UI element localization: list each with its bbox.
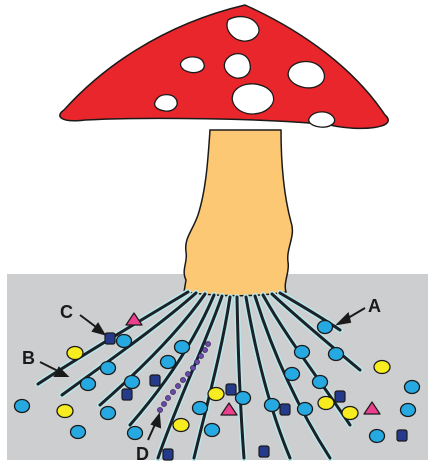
blue-circle — [401, 404, 416, 417]
mushroom-stem — [184, 130, 292, 296]
yellow-circle — [374, 361, 390, 374]
blue-circle — [370, 430, 385, 443]
navy-square — [150, 375, 160, 386]
blue-circle — [71, 426, 86, 439]
blue-circle — [265, 399, 280, 412]
yellow-circle — [318, 397, 334, 410]
blue-circle — [313, 376, 328, 389]
blue-circle — [205, 424, 220, 437]
blue-circle — [125, 376, 140, 389]
cap-spot — [181, 57, 205, 73]
label-b: B — [22, 348, 35, 368]
yellow-circle — [342, 407, 358, 420]
blue-circle — [161, 356, 176, 369]
navy-square — [105, 333, 115, 344]
navy-square — [122, 389, 132, 400]
cap-spot — [155, 95, 178, 111]
blue-circle — [405, 381, 420, 394]
blue-circle — [101, 362, 116, 375]
blue-circle — [193, 402, 208, 415]
yellow-circle — [208, 388, 224, 401]
yellow-circle — [67, 347, 83, 360]
blue-circle — [128, 427, 143, 440]
navy-square — [397, 430, 407, 441]
blue-circle — [295, 346, 310, 359]
blue-circle — [298, 403, 313, 416]
navy-square — [226, 384, 236, 395]
blue-circle — [285, 368, 300, 381]
label-a: A — [368, 296, 381, 316]
cap-spot — [232, 84, 273, 114]
blue-circle — [15, 400, 30, 413]
blue-circle — [101, 407, 116, 420]
blue-circle — [236, 392, 251, 405]
label-c: C — [60, 302, 73, 322]
cap-spot — [288, 61, 324, 87]
cap-spot — [224, 54, 250, 79]
navy-square — [280, 404, 290, 415]
blue-circle — [329, 348, 344, 361]
yellow-circle — [57, 405, 73, 418]
yellow-circle — [173, 419, 189, 432]
navy-square — [163, 449, 173, 460]
blue-circle — [117, 335, 132, 348]
cap-spot — [309, 112, 335, 127]
blue-circle — [81, 378, 96, 391]
blue-circle — [318, 321, 333, 334]
navy-square — [335, 391, 345, 402]
blue-circle — [175, 341, 190, 354]
navy-square — [259, 446, 269, 457]
label-d: D — [136, 444, 149, 464]
